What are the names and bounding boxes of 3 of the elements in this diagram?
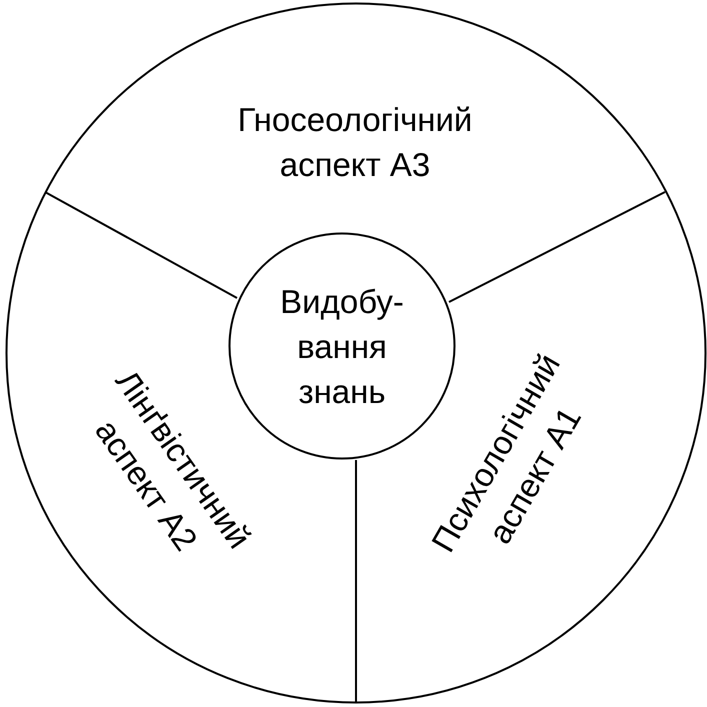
sector-label: Гносеологічний аспект А3 [236, 100, 474, 185]
center-label: Видобу- вання знань [279, 282, 405, 412]
outer-circle [5, 2, 707, 704]
